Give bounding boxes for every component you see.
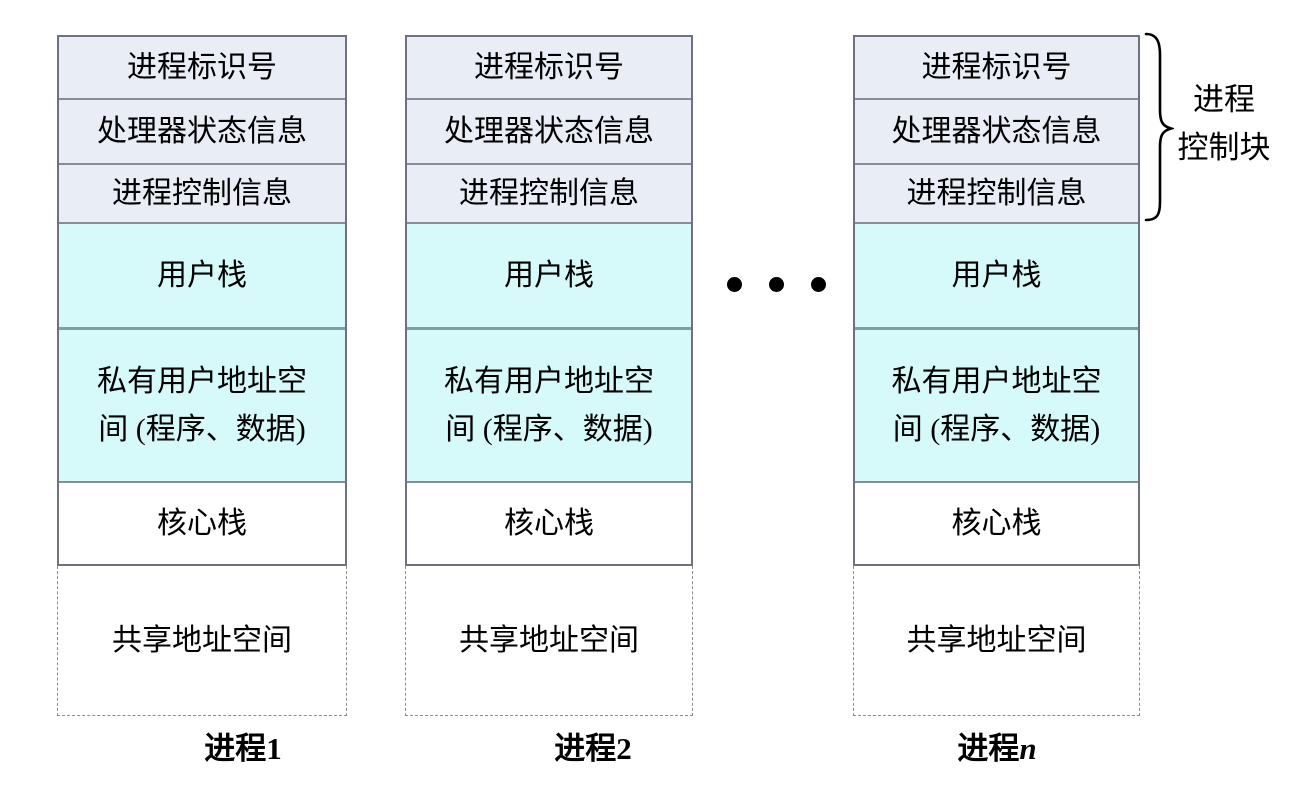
cell-label: 进程控制信息 xyxy=(459,176,639,210)
ellipsis-dot xyxy=(811,277,826,292)
caption-prefix: 进程 xyxy=(957,731,1020,766)
cell-private-address-space: 私有用户地址空间 (程序、数据) xyxy=(855,327,1138,481)
cell-user-stack: 用户栈 xyxy=(59,222,345,327)
cell-label: 私有用户地址空间 (程序、数据) xyxy=(891,364,1102,446)
process-column-2: 进程标识号 处理器状态信息 进程控制信息 用户栈 私有用户地址空间 (程序、数据… xyxy=(405,35,693,716)
cell-label: 共享地址空间 xyxy=(906,623,1087,657)
cell-private-address-space: 私有用户地址空间 (程序、数据) xyxy=(407,327,691,481)
pcb-brace-label-line1: 进程 xyxy=(1193,82,1255,117)
cell-process-id: 进程标识号 xyxy=(59,37,345,98)
cell-label: 进程控制信息 xyxy=(906,176,1087,210)
cell-private-address-space: 私有用户地址空间 (程序、数据) xyxy=(59,327,345,481)
cell-label: 处理器状态信息 xyxy=(891,114,1102,148)
process-column-n: 进程标识号 处理器状态信息 进程控制信息 用户栈 私有用户地址空间 (程序、数据… xyxy=(853,35,1140,716)
cell-process-control-info: 进程控制信息 xyxy=(59,163,345,222)
caption-number: 1 xyxy=(266,731,282,766)
pcb-brace-label: 进程 控制块 xyxy=(1156,76,1292,172)
cell-label: 用户栈 xyxy=(157,258,247,292)
ellipsis-dot xyxy=(769,277,784,292)
caption-prefix: 进程 xyxy=(554,731,617,766)
process-image-box: 进程标识号 处理器状态信息 进程控制信息 用户栈 私有用户地址空间 (程序、数据… xyxy=(57,35,347,566)
cell-label: 核心栈 xyxy=(157,506,247,540)
cell-kernel-stack: 核心栈 xyxy=(59,481,345,564)
cell-label: 核心栈 xyxy=(951,506,1042,540)
cell-process-id: 进程标识号 xyxy=(855,37,1138,98)
ellipsis-dot xyxy=(727,277,742,292)
cell-process-id: 进程标识号 xyxy=(407,37,691,98)
process-column-1: 进程标识号 处理器状态信息 进程控制信息 用户栈 私有用户地址空间 (程序、数据… xyxy=(57,35,347,716)
cell-kernel-stack: 核心栈 xyxy=(855,481,1138,564)
ellipsis-dots xyxy=(727,277,826,292)
cell-shared-address-space: 共享地址空间 xyxy=(57,566,347,716)
cell-processor-state: 处理器状态信息 xyxy=(855,98,1138,163)
cell-shared-address-space: 共享地址空间 xyxy=(853,566,1140,716)
cell-label: 用户栈 xyxy=(504,258,594,292)
caption-number: n xyxy=(1019,731,1037,766)
cell-process-control-info: 进程控制信息 xyxy=(855,163,1138,222)
caption-number: 2 xyxy=(616,731,632,766)
cell-label: 进程标识号 xyxy=(127,50,277,84)
cell-label: 私有用户地址空间 (程序、数据) xyxy=(444,364,654,446)
pcb-brace xyxy=(1144,32,1174,222)
process-caption-n: 进程n xyxy=(897,729,1097,769)
cell-label: 核心栈 xyxy=(504,506,594,540)
cell-process-control-info: 进程控制信息 xyxy=(407,163,691,222)
cell-label: 进程标识号 xyxy=(921,50,1072,84)
process-caption-1: 进程1 xyxy=(143,729,343,769)
process-image-box: 进程标识号 处理器状态信息 进程控制信息 用户栈 私有用户地址空间 (程序、数据… xyxy=(405,35,693,566)
cell-user-stack: 用户栈 xyxy=(855,222,1138,327)
cell-label: 共享地址空间 xyxy=(112,623,292,657)
cell-label: 共享地址空间 xyxy=(459,623,639,657)
cell-kernel-stack: 核心栈 xyxy=(407,481,691,564)
cell-label: 私有用户地址空间 (程序、数据) xyxy=(97,364,307,446)
process-caption-2: 进程2 xyxy=(493,729,693,769)
cell-label: 处理器状态信息 xyxy=(444,114,654,148)
cell-user-stack: 用户栈 xyxy=(407,222,691,327)
pcb-brace-label-line2: 控制块 xyxy=(1177,130,1271,165)
process-image-box: 进程标识号 处理器状态信息 进程控制信息 用户栈 私有用户地址空间 (程序、数据… xyxy=(853,35,1140,566)
cell-label: 进程标识号 xyxy=(474,50,624,84)
cell-processor-state: 处理器状态信息 xyxy=(59,98,345,163)
cell-processor-state: 处理器状态信息 xyxy=(407,98,691,163)
cell-label: 进程控制信息 xyxy=(112,176,292,210)
caption-prefix: 进程 xyxy=(204,731,267,766)
cell-shared-address-space: 共享地址空间 xyxy=(405,566,693,716)
cell-label: 用户栈 xyxy=(951,258,1042,292)
cell-label: 处理器状态信息 xyxy=(97,114,307,148)
